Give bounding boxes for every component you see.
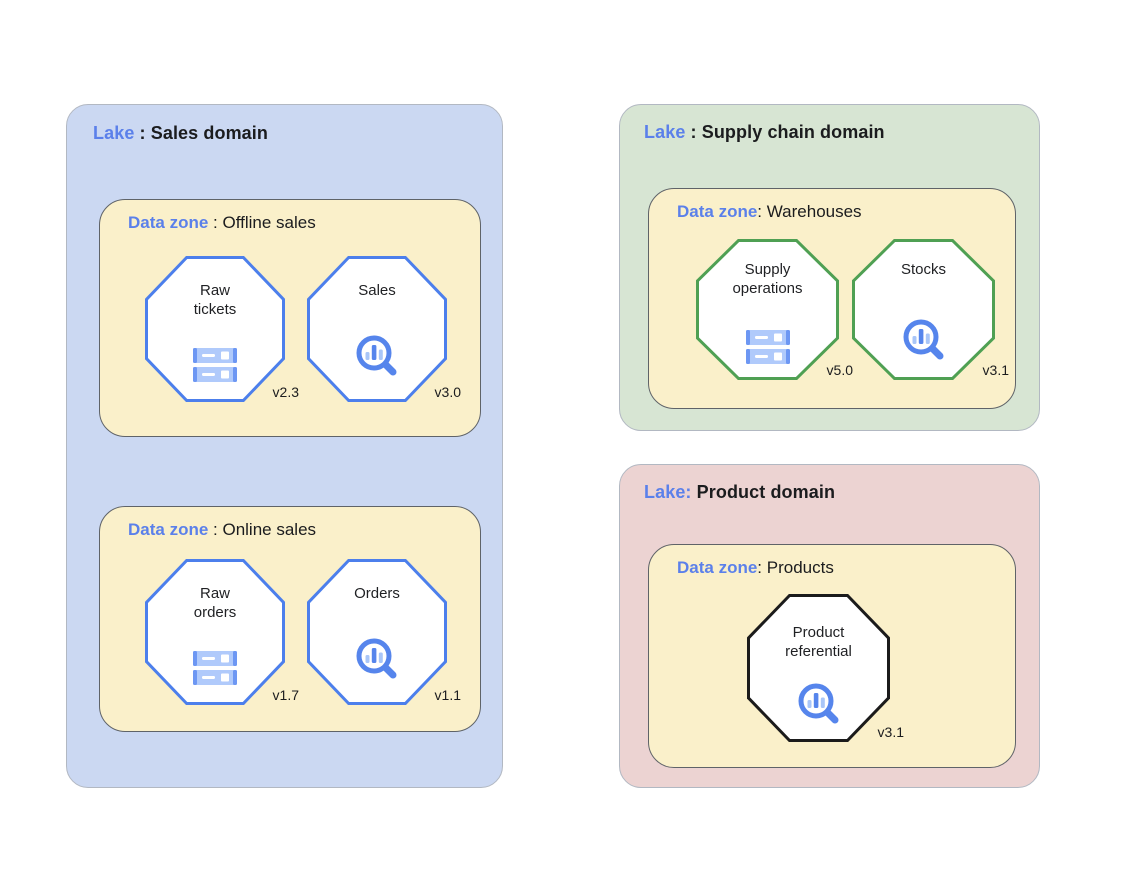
entity-version: v3.0 (434, 384, 461, 400)
data-zone-label: Data zone (677, 558, 758, 577)
entity-sales: Sales v3.0 (307, 256, 461, 402)
analytics-search-icon (798, 683, 838, 724)
entity-version: v3.1 (877, 724, 904, 740)
data-zone-label: Data zone (128, 520, 209, 539)
data-zone-label: Data zone (677, 202, 758, 221)
entity-stocks: Stocks v3.1 (852, 239, 1009, 380)
lake-supply-title: Lake : Supply chain domain (644, 122, 885, 142)
octagon-fill (855, 242, 992, 377)
lake-title-text: Sales domain (150, 123, 268, 143)
entity-product-referential: Product referential v3.1 (747, 594, 904, 742)
analytics-search-icon (356, 638, 397, 679)
entity-version: v3.1 (982, 362, 1009, 378)
storage-icon (193, 348, 237, 382)
zone-online-sales-title: Data zone : Online sales (128, 520, 317, 539)
zone-products: Data zone: Products Product referential … (648, 544, 1016, 768)
zone-title-text: Offline sales (222, 213, 316, 232)
octagon-fill (310, 562, 444, 702)
entity-version: v1.1 (434, 687, 461, 703)
lake-title-text: Supply chain domain (701, 122, 885, 142)
zone-warehouses-title: Data zone: Warehouses (677, 202, 862, 221)
zone-title-text: Online sales (222, 520, 317, 539)
entity-name: Stocks (900, 261, 946, 278)
entity-supply-operations: Supply operations v5.0 (696, 239, 853, 380)
entity-version: v2.3 (272, 384, 299, 400)
lake-sales-domain: Lake : Sales domain Data zone : Offline … (66, 104, 503, 788)
storage-icon (745, 330, 790, 364)
data-zone-label: Data zone (128, 213, 209, 232)
entity-raw-orders: Raw orders v1.7 (145, 559, 299, 705)
entity-name: Product referential (785, 624, 852, 660)
zone-warehouses: Data zone: Warehouses Supply operations (648, 188, 1016, 409)
lake-product-domain: Lake: Product domain Data zone: Products… (619, 464, 1040, 788)
entity-name: Sales (358, 282, 396, 299)
entity-raw-tickets: Raw tickets v2.3 (145, 256, 299, 402)
analytics-search-icon (356, 335, 397, 376)
lake-supply-chain-domain: Lake : Supply chain domain Data zone: Wa… (619, 104, 1040, 431)
entity-orders: Orders v1.1 (307, 559, 461, 705)
zone-products-title: Data zone: Products (677, 558, 834, 577)
entity-name: Supply operations (732, 261, 803, 297)
zone-online-sales: Data zone : Online sales Raw orders (99, 506, 481, 732)
lake-label: Lake (644, 122, 686, 142)
entity-name: Orders (354, 585, 400, 602)
lake-product-title: Lake: Product domain (644, 482, 835, 503)
zone-offline-sales-title: Data zone : Offline sales (128, 213, 316, 232)
lake-label: Lake (93, 123, 135, 143)
octagon-fill (310, 259, 444, 399)
zone-offline-sales: Data zone : Offline sales Raw tickets (99, 199, 481, 437)
lake-title-text: Product domain (696, 482, 836, 502)
analytics-search-icon (903, 319, 943, 360)
lake-label: Lake: (644, 482, 692, 502)
entity-version: v5.0 (826, 362, 853, 378)
zone-title-text: Products (766, 558, 834, 577)
entity-name: Raw orders (193, 585, 237, 621)
zone-title-text: Warehouses (766, 202, 862, 221)
storage-icon (193, 651, 237, 685)
entity-name: Raw tickets (193, 282, 237, 318)
entity-version: v1.7 (272, 687, 299, 703)
lake-sales-title: Lake : Sales domain (93, 123, 268, 143)
